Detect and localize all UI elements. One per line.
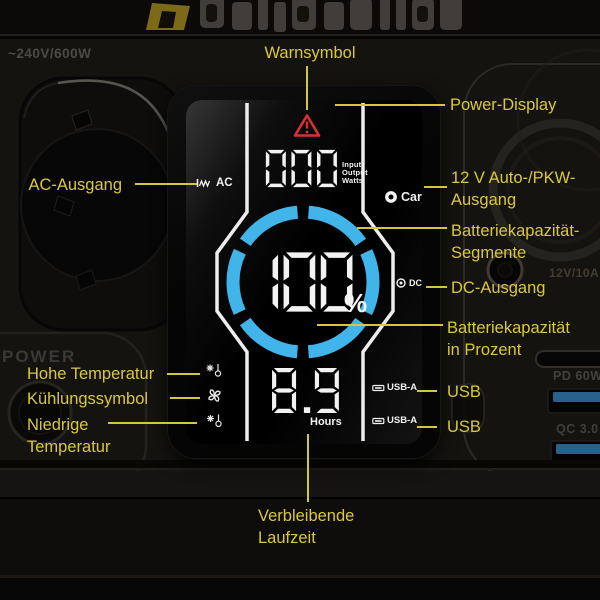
hours-readout — [271, 367, 340, 419]
callout-line-usb-2 — [417, 426, 437, 428]
callout-laufzeit: Verbleibende Laufzeit — [258, 505, 354, 549]
callout-power-display: Power-Display — [450, 96, 557, 114]
callout-kfz-line1: 12 V Auto-/PKW- — [451, 169, 576, 187]
percent-sign: % — [344, 288, 368, 318]
car-rating-print: 12V/10A — [549, 266, 600, 280]
watts-readout — [265, 149, 338, 193]
callout-laufzeit-line2: Laufzeit — [258, 529, 316, 547]
callout-line-warnsymbol — [306, 66, 308, 110]
callout-line-dc-ausgang — [426, 286, 447, 288]
callout-hohe-temperatur: Hohe Temperatur — [27, 365, 155, 383]
callout-prozent-line1: Batteriekapazität — [447, 319, 570, 337]
usb-a-indicator-1: USB-A — [372, 382, 417, 393]
ac-outlet-photo — [18, 76, 185, 332]
callout-line-prozent — [317, 324, 443, 326]
low-temperature-icon — [207, 414, 222, 428]
callout-line-hohe-temp — [167, 373, 200, 375]
callout-warnsymbol: Warnsymbol — [264, 44, 356, 62]
callout-line-power-display — [335, 104, 445, 106]
battery-percent-readout — [245, 251, 354, 318]
callout-usb-1: USB — [447, 383, 481, 401]
dc-socket-icon — [396, 278, 406, 288]
ac-output-indicator: AC — [196, 177, 233, 189]
battery-segment-ring — [215, 103, 395, 441]
callout-segmente-line2: Segmente — [451, 244, 527, 262]
dc-output-indicator: DC — [395, 277, 422, 289]
pd-print: PD 60W — [553, 369, 600, 383]
callout-prozent: Batteriekapazität in Prozent — [447, 317, 570, 361]
callout-niedrige-line2: Temperatur — [27, 438, 111, 456]
callout-ac-ausgang: AC-Ausgang — [28, 176, 122, 194]
callout-line-usb-1 — [417, 390, 437, 392]
callout-niedrige-temperatur: Niedrige Temperatur — [27, 414, 110, 458]
callout-kfz-line2: Ausgang — [451, 191, 517, 209]
warning-icon — [293, 114, 321, 137]
callout-segmente: Batteriekapazität- Segmente — [451, 220, 579, 264]
brand-logo — [146, 0, 462, 32]
callout-prozent-line2: in Prozent — [447, 341, 522, 359]
ac-rating-print: ~240V/600W — [8, 46, 92, 61]
callout-dc-ausgang: DC-Ausgang — [451, 279, 546, 297]
callout-kfz-ausgang: 12 V Auto-/PKW- Ausgang — [451, 167, 575, 211]
callout-usb-2: USB — [447, 418, 481, 436]
callout-niedrige-line1: Niedrige — [27, 416, 89, 434]
watts-units: Input Output Watts — [342, 160, 368, 185]
callout-laufzeit-line1: Verbleibende — [258, 507, 355, 525]
callout-line-ac-ausgang — [135, 183, 197, 185]
high-temperature-icon — [206, 364, 222, 377]
callout-line-segmente — [357, 227, 447, 229]
car-socket-icon — [385, 191, 397, 203]
callout-line-kuehlung — [170, 397, 200, 399]
ac-wave-icon — [196, 179, 211, 188]
usb-plug-icon — [372, 417, 385, 424]
power-display: Input Output Watts AC Car % — [186, 100, 422, 444]
cooling-fan-icon — [208, 389, 221, 402]
callout-line-laufzeit — [307, 434, 309, 502]
callout-kuehlungssymbol: Kühlungssymbol — [27, 390, 149, 408]
callout-line-niedrige-temp — [108, 422, 197, 424]
qc-print: QC 3.0 — [556, 422, 599, 436]
power-print: POWER — [2, 347, 77, 366]
usb-plug-icon — [372, 384, 385, 391]
callout-segmente-line1: Batteriekapazität- — [451, 222, 580, 240]
usb-a-indicator-2: USB-A — [372, 415, 417, 426]
callout-line-kfz — [424, 186, 447, 188]
power-button-photo — [0, 331, 148, 491]
hours-unit-label: Hours — [310, 416, 342, 428]
car-output-indicator: Car — [384, 190, 422, 204]
